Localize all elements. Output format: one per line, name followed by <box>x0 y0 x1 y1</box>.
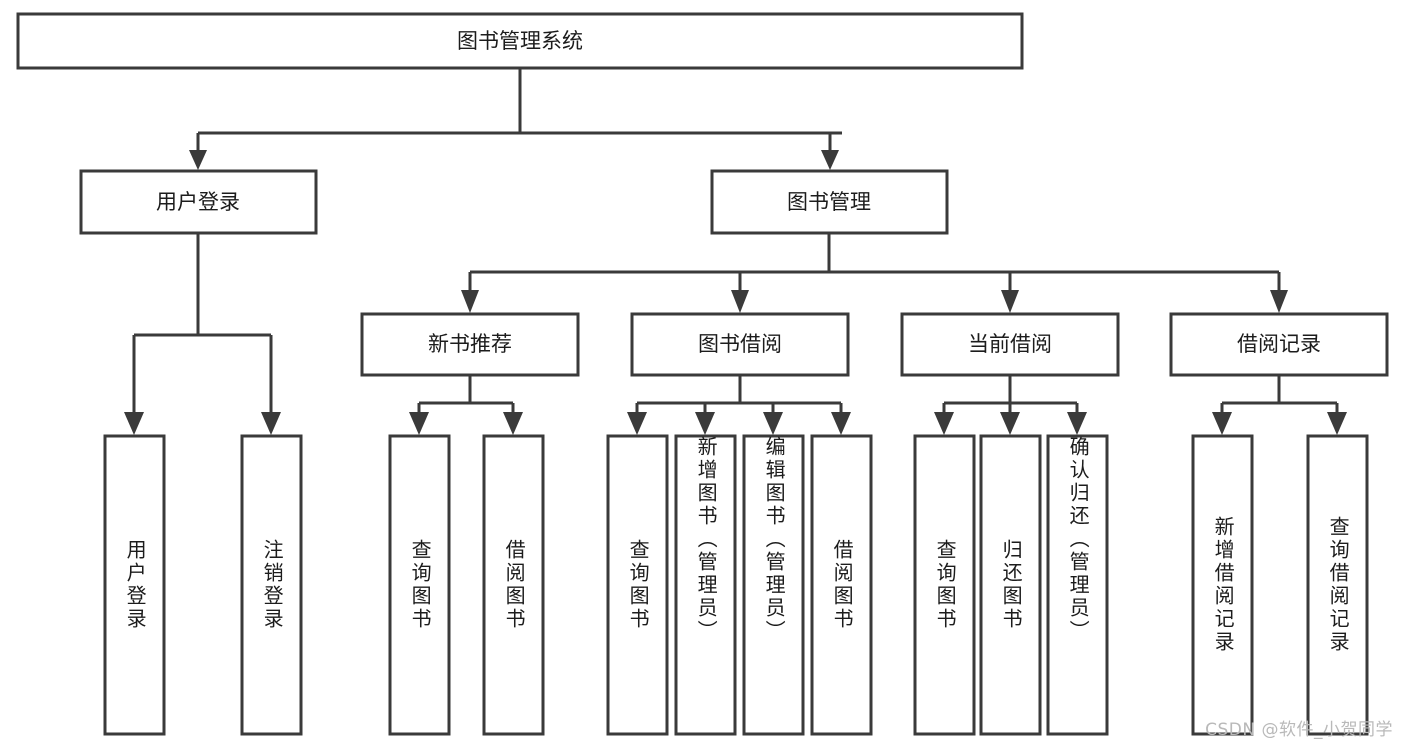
node-user-login-box <box>79 169 318 235</box>
node-new-book-recommend[interactable]: 新书推荐 <box>360 312 580 377</box>
node-root-label: 图书管理系统 <box>457 29 583 53</box>
leaf-confirm-return-box[interactable] <box>1046 434 1109 736</box>
connector-user-login-to-leaves <box>124 233 281 435</box>
leaf-return-book-box[interactable] <box>979 434 1042 736</box>
leaf-edit-book-box[interactable] <box>742 434 805 736</box>
node-current-borrow-label: 当前借阅 <box>968 332 1052 356</box>
node-user-login[interactable]: 用户登录 <box>79 169 318 235</box>
leaf-query-book-3-box[interactable] <box>913 434 976 736</box>
connector-book-manage-to-level2 <box>461 233 1288 313</box>
node-new-book-recommend-box <box>360 312 580 377</box>
node-current-borrow[interactable]: 当前借阅 <box>900 312 1120 377</box>
connector-root-to-level1 <box>189 68 842 170</box>
arrow-to-book-borrow <box>731 290 749 313</box>
node-book-borrow-label: 图书借阅 <box>698 332 782 356</box>
leaf-boxes <box>103 434 1369 736</box>
connector-new-book-recommend-to-leaves <box>409 375 523 435</box>
leaf-borrow-book-2-box[interactable] <box>810 434 873 736</box>
arrow-to-borrow-record <box>1270 290 1288 313</box>
arrow-to-leaf-user-logout <box>261 412 281 435</box>
node-new-book-recommend-label: 新书推荐 <box>428 332 512 356</box>
arrow-to-book-manage <box>821 150 839 170</box>
leaf-query-record-box[interactable] <box>1306 434 1369 736</box>
connector-book-borrow-to-leaves <box>627 375 851 435</box>
leaf-query-book-2-box[interactable] <box>606 434 669 736</box>
node-user-login-label: 用户登录 <box>156 190 240 214</box>
node-borrow-record-label: 借阅记录 <box>1237 332 1321 356</box>
leaf-user-logout-box[interactable] <box>240 434 303 736</box>
csdn-watermark: CSDN @软件_小贺同学 <box>1205 720 1393 740</box>
node-current-borrow-box <box>900 312 1120 377</box>
leaf-borrow-book-1-box[interactable] <box>482 434 545 736</box>
node-book-manage[interactable]: 图书管理 <box>710 169 949 235</box>
node-borrow-record[interactable]: 借阅记录 <box>1169 312 1389 377</box>
leaf-user-login-box[interactable] <box>103 434 166 736</box>
arrow-to-current-borrow <box>1001 290 1019 313</box>
leaf-query-book-1-box[interactable] <box>388 434 451 736</box>
leaf-add-record-box[interactable] <box>1191 434 1254 736</box>
node-book-manage-label: 图书管理 <box>787 190 871 214</box>
node-root[interactable]: 图书管理系统 <box>16 12 1024 70</box>
arrow-to-user-login <box>189 150 207 170</box>
connector-borrow-record-to-leaves <box>1212 375 1347 435</box>
leaf-add-book-box[interactable] <box>674 434 737 736</box>
arrow-to-new-book-recommend <box>461 290 479 313</box>
connector-current-borrow-to-leaves <box>934 375 1087 435</box>
node-root-box <box>16 12 1024 70</box>
arrow-to-leaf-user-login <box>124 412 144 435</box>
node-book-borrow[interactable]: 图书借阅 <box>630 312 850 377</box>
